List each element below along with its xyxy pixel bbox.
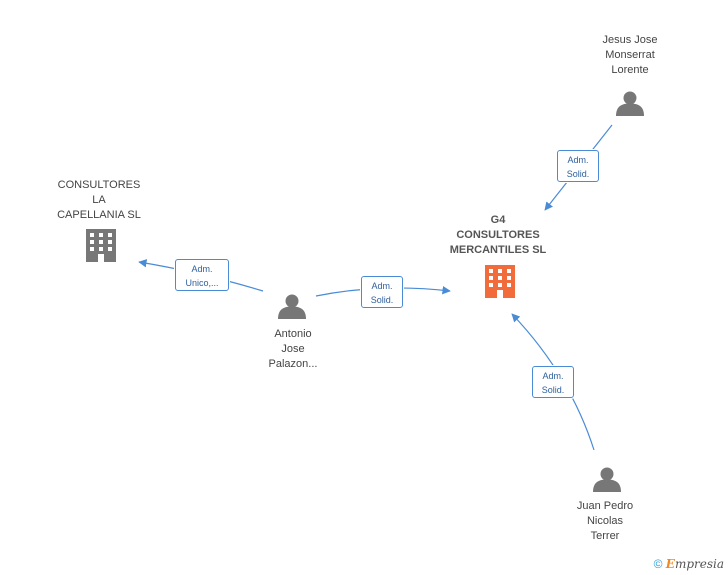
edge-label-role: Adm.: [371, 281, 393, 291]
edge-label-role-detail: Solid.: [541, 385, 565, 395]
edge-label-jesus-g4: Adm. Solid.: [557, 150, 599, 182]
edge-label-juan-g4: Adm. Solid.: [532, 366, 574, 398]
edge-label-role: Adm.: [542, 371, 564, 381]
person-icon-antonio[interactable]: [278, 294, 306, 320]
building-icon-g4[interactable]: [485, 265, 515, 298]
brand-logo: Empresia: [665, 557, 724, 571]
edge-label-antonio-g4: Adm. Solid.: [361, 276, 403, 308]
edge-label-antonio-capellania: Adm. Unico,...: [175, 259, 229, 291]
edge-label-role-detail: Solid.: [566, 169, 590, 179]
person-label-jesus[interactable]: Jesus Jose Monserrat Lorente: [602, 34, 658, 76]
copyright-icon: ©: [653, 557, 663, 571]
edge-label-role: Adm.: [567, 155, 589, 165]
person-label-juan[interactable]: Juan Pedro Nicolas Terrer: [576, 500, 634, 542]
building-icon-capellania[interactable]: [86, 229, 116, 262]
person-label-antonio[interactable]: Antonio Jose Palazon...: [268, 328, 318, 370]
edge-label-role-detail: Unico,...: [185, 278, 219, 288]
edge-label-role-detail: Solid.: [370, 295, 394, 305]
edge-label-role: Adm.: [191, 264, 213, 274]
person-icon-jesus[interactable]: [616, 91, 644, 117]
footer-brand: © Empresia: [654, 557, 724, 571]
company-label-capellania[interactable]: CONSULTORES LA CAPELLANIA SL: [57, 179, 141, 221]
company-label-g4[interactable]: G4 CONSULTORES MERCANTILES SL: [449, 214, 547, 256]
person-icon-juan[interactable]: [593, 467, 621, 493]
